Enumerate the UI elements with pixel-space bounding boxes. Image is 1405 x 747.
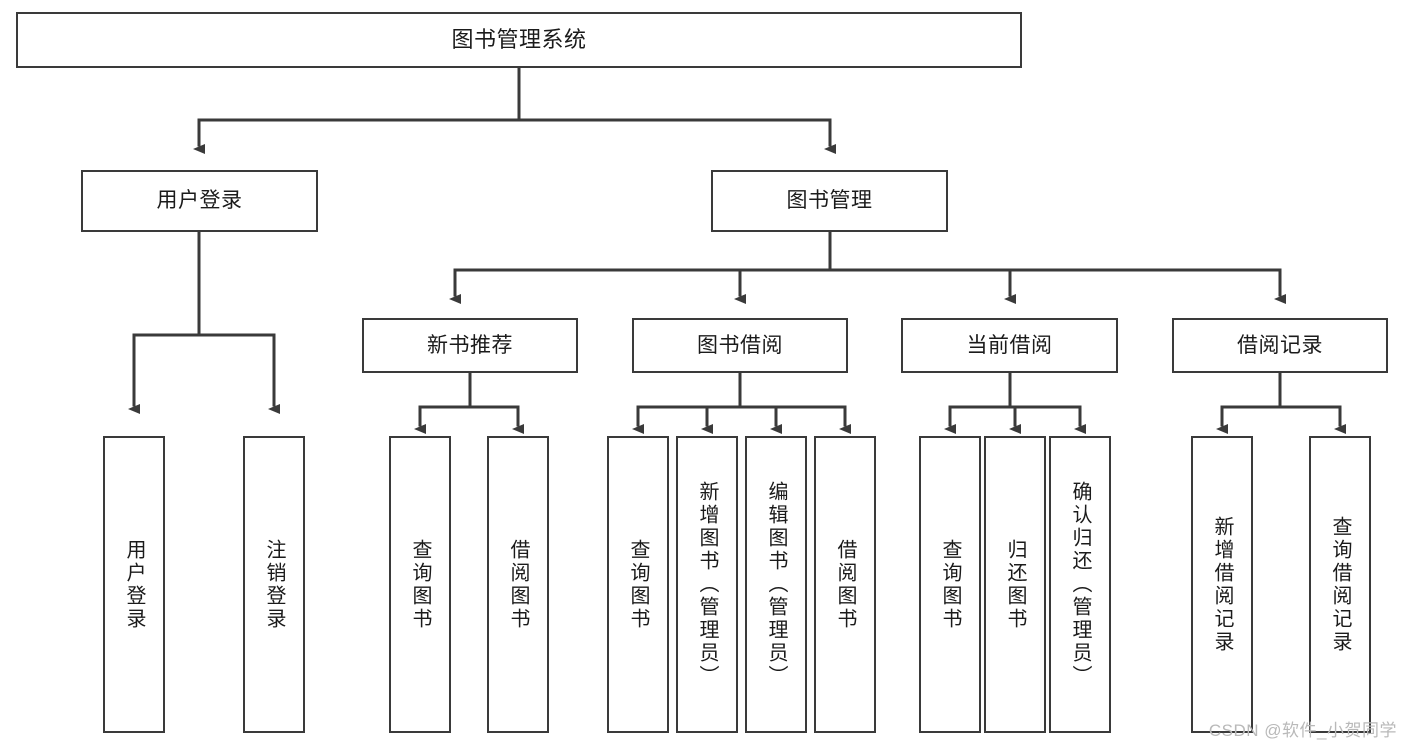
node-root-label: 图书管理系统 bbox=[451, 26, 587, 52]
node-leaf-add-book-label: 新增图书（管理员） bbox=[696, 481, 718, 688]
node-leaf-query-book-1-label: 查询图书 bbox=[409, 538, 431, 631]
node-leaf-edit-book[interactable]: 编辑图书（管理员） bbox=[745, 436, 807, 733]
node-leaf-add-record-label: 新增借阅记录 bbox=[1211, 515, 1233, 654]
node-book-management-label: 图书管理 bbox=[786, 189, 873, 213]
node-leaf-borrow-book-2-label: 借阅图书 bbox=[834, 538, 856, 631]
node-leaf-query-book-2[interactable]: 查询图书 bbox=[607, 436, 669, 733]
node-leaf-borrow-book-2[interactable]: 借阅图书 bbox=[814, 436, 876, 733]
node-root[interactable]: 图书管理系统 bbox=[16, 12, 1022, 68]
node-leaf-user-login[interactable]: 用户登录 bbox=[103, 436, 165, 733]
node-leaf-edit-book-label: 编辑图书（管理员） bbox=[765, 481, 787, 688]
node-book-borrow[interactable]: 图书借阅 bbox=[632, 318, 848, 373]
node-user-login-label: 用户登录 bbox=[156, 189, 243, 213]
node-leaf-add-book[interactable]: 新增图书（管理员） bbox=[676, 436, 738, 733]
node-leaf-user-logout[interactable]: 注销登录 bbox=[243, 436, 305, 733]
node-leaf-query-book-3[interactable]: 查询图书 bbox=[919, 436, 981, 733]
node-leaf-query-record[interactable]: 查询借阅记录 bbox=[1309, 436, 1371, 733]
node-book-management[interactable]: 图书管理 bbox=[711, 170, 948, 232]
node-leaf-return-book[interactable]: 归还图书 bbox=[984, 436, 1046, 733]
node-book-borrow-label: 图书借阅 bbox=[697, 333, 783, 357]
node-new-book-recommend-label: 新书推荐 bbox=[427, 333, 513, 357]
node-leaf-query-book-3-label: 查询图书 bbox=[939, 538, 961, 631]
node-leaf-borrow-book-1-label: 借阅图书 bbox=[507, 538, 529, 631]
node-leaf-return-book-label: 归还图书 bbox=[1004, 538, 1026, 631]
node-leaf-user-login-label: 用户登录 bbox=[123, 538, 145, 631]
node-new-book-recommend[interactable]: 新书推荐 bbox=[362, 318, 578, 373]
node-user-login[interactable]: 用户登录 bbox=[81, 170, 318, 232]
node-leaf-user-logout-label: 注销登录 bbox=[263, 538, 285, 631]
node-leaf-confirm-return-label: 确认归还（管理员） bbox=[1069, 481, 1091, 688]
node-borrow-record-label: 借阅记录 bbox=[1237, 333, 1323, 357]
node-leaf-confirm-return[interactable]: 确认归还（管理员） bbox=[1049, 436, 1111, 733]
node-leaf-add-record[interactable]: 新增借阅记录 bbox=[1191, 436, 1253, 733]
node-current-borrow[interactable]: 当前借阅 bbox=[901, 318, 1118, 373]
node-leaf-query-book-2-label: 查询图书 bbox=[627, 538, 649, 631]
node-current-borrow-label: 当前借阅 bbox=[966, 333, 1053, 357]
node-leaf-query-record-label: 查询借阅记录 bbox=[1329, 515, 1351, 654]
node-leaf-borrow-book-1[interactable]: 借阅图书 bbox=[487, 436, 549, 733]
node-leaf-query-book-1[interactable]: 查询图书 bbox=[389, 436, 451, 733]
node-borrow-record[interactable]: 借阅记录 bbox=[1172, 318, 1388, 373]
